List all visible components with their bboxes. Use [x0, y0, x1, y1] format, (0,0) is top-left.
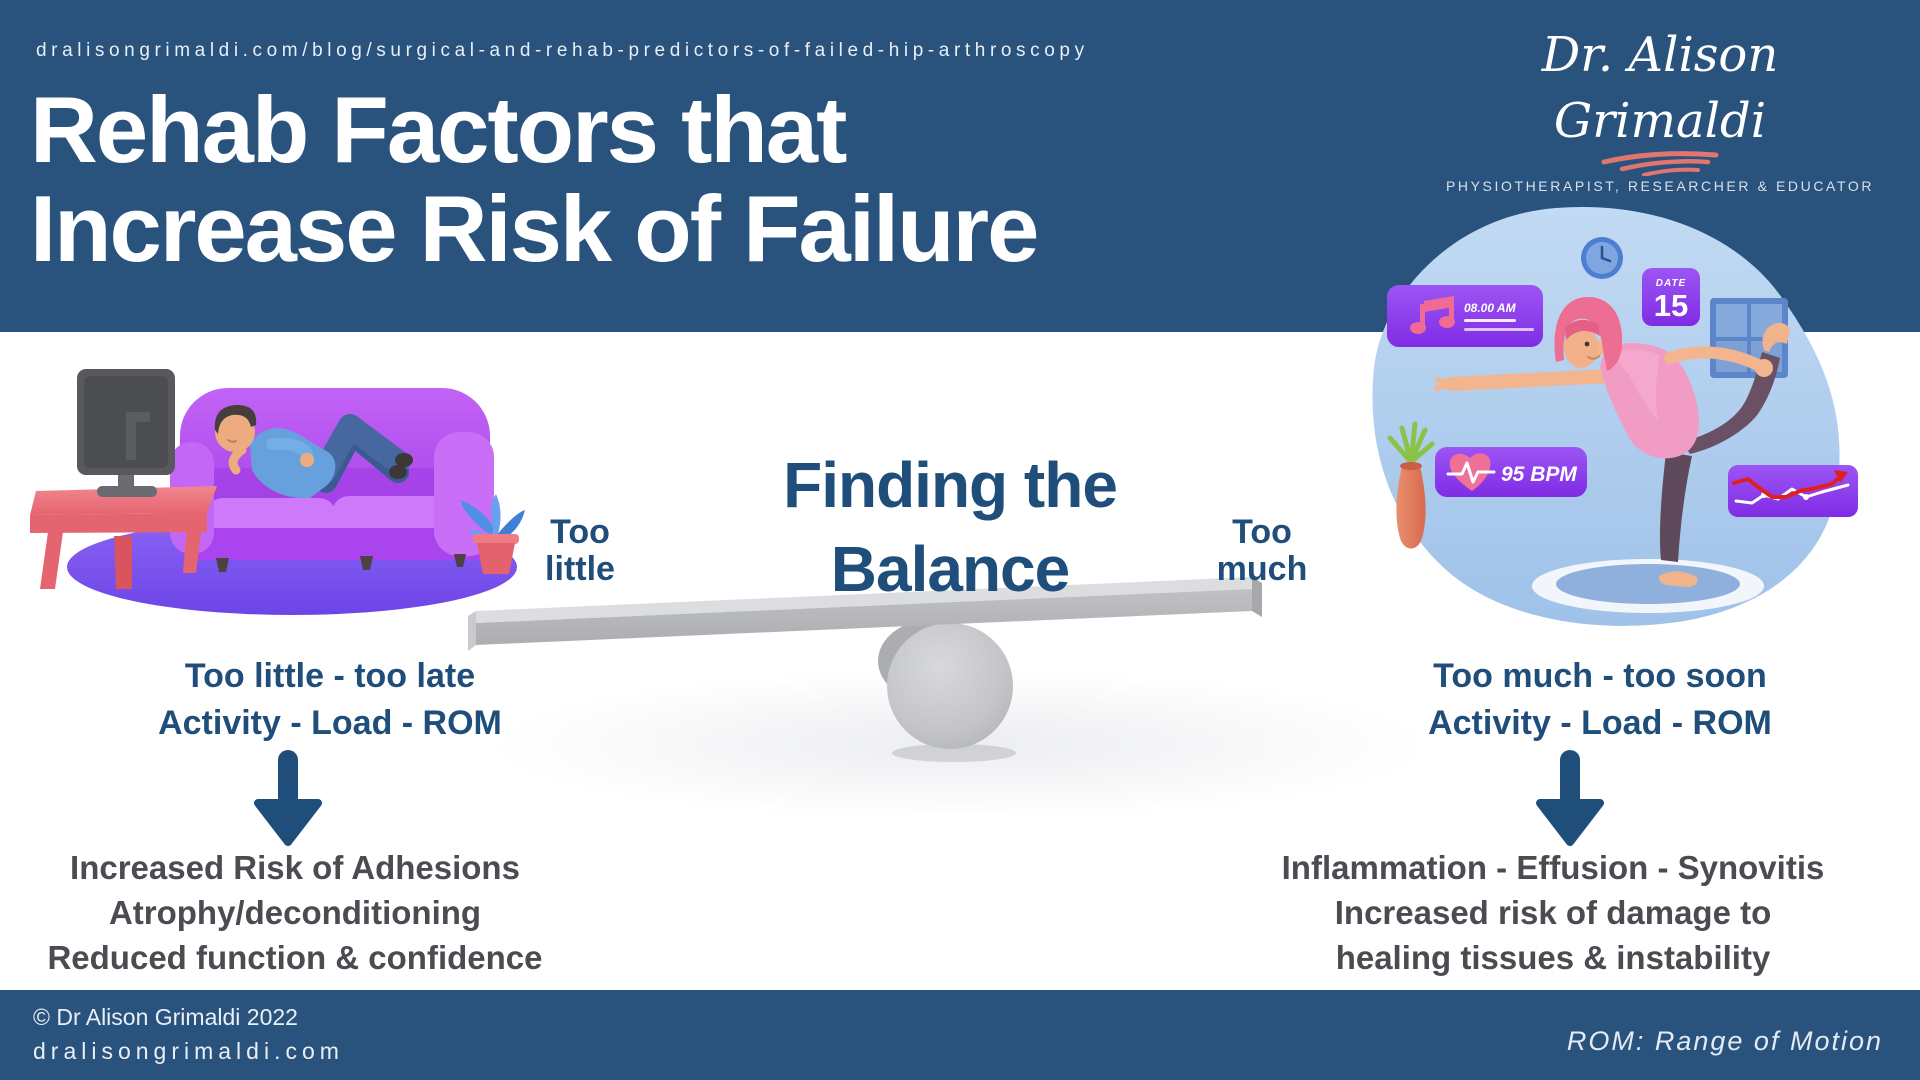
vase	[1387, 421, 1435, 549]
date-card: DATE 15	[1642, 268, 1700, 326]
logo-tagline: PHYSIOTHERAPIST, RESEARCHER & EDUCATOR	[1445, 178, 1875, 194]
rom-abbreviation-note: ROM: Range of Motion	[1566, 1026, 1883, 1056]
tv-table	[30, 486, 217, 589]
page-title-line2: Increase Risk of Failure	[30, 176, 1039, 281]
right-heading: Too much - too soon Activity - Load - RO…	[1350, 653, 1850, 747]
left-heading: Too little - too late Activity - Load - …	[80, 653, 580, 747]
trend-chart-card	[1728, 465, 1858, 517]
beam-plank	[468, 577, 1262, 651]
down-arrow-icon	[254, 750, 322, 846]
blog-url: dralisongrimaldi.com/blog/surgical-and-r…	[36, 40, 1089, 61]
balance-title-line2: Balance	[830, 533, 1070, 605]
music-note-icon	[1410, 296, 1455, 334]
couch-skirt	[180, 528, 492, 560]
heart-rate-card: 95 BPM	[1435, 447, 1587, 497]
left-outcome-2: Atrophy/deconditioning	[108, 894, 482, 931]
right-heading-line2: Activity - Load - ROM	[1428, 704, 1772, 742]
copyright-text: © Dr Alison Grimaldi 2022	[33, 1004, 298, 1030]
plant	[460, 494, 525, 574]
left-heading-line1: Too little - too late	[184, 657, 476, 695]
balance-title-line1: Finding the	[783, 449, 1118, 521]
beam-label-too-little: Too little	[495, 514, 665, 588]
right-outcome-2: Increased risk of damage to	[1334, 894, 1772, 931]
clock-icon	[1581, 237, 1623, 279]
beam-label-too-much-line2: much	[1216, 550, 1308, 588]
date-value: 15	[1654, 288, 1688, 323]
heart-rate-value: 95 BPM	[1501, 463, 1577, 486]
music-time: 08.00 AM	[1464, 301, 1517, 315]
footer-band	[0, 990, 1920, 1080]
person-exercising	[1434, 297, 1790, 587]
right-outcome-3: healing tissues & instability	[1335, 939, 1771, 976]
workout-illustration: 08.00 AM DATE 15 95 BPM	[1372, 206, 1858, 626]
music-card: 08.00 AM	[1387, 285, 1543, 347]
page-title: Rehab Factors that Increase Risk of Fail…	[30, 80, 1430, 278]
beam-label-too-much: Too much	[1177, 514, 1347, 588]
left-heading-line2: Activity - Load - ROM	[158, 704, 502, 742]
balance-title: Finding the Balance	[650, 443, 1250, 611]
fulcrum-cylinder	[887, 623, 1013, 749]
website-text: dralisongrimaldi.com	[33, 1038, 344, 1064]
right-heading-line1: Too much - too soon	[1433, 657, 1767, 695]
beam-label-too-much-line1: Too	[1232, 513, 1292, 551]
balance-seesaw	[468, 577, 1430, 820]
left-outcomes: Increased Risk of Adhesions Atrophy/deco…	[0, 845, 615, 980]
down-arrow-icon	[1536, 750, 1604, 846]
left-outcome-1: Increased Risk of Adhesions	[70, 849, 520, 886]
fulcrum-shadow	[892, 744, 1016, 762]
right-outcomes: Inflammation - Effusion - Synovitis Incr…	[1203, 845, 1903, 980]
couch-illustration	[30, 369, 525, 615]
person-lying	[214, 405, 413, 499]
logo-swoosh-icon	[1601, 151, 1719, 176]
date-label: DATE	[1656, 278, 1686, 289]
logo: Dr. Alison Grimaldi PHYSIOTHERAPIST, RES…	[1430, 22, 1890, 194]
beam-label-too-little-line2: little	[545, 550, 615, 588]
left-outcome-3: Reduced function & confidence	[47, 939, 543, 976]
beam-label-too-little-line1: Too	[550, 513, 610, 551]
page-title-line1: Rehab Factors that	[30, 77, 847, 182]
tv	[77, 369, 175, 497]
logo-script-name: Dr. Alison Grimaldi	[1541, 27, 1779, 149]
right-outcome-1: Inflammation - Effusion - Synovitis	[1281, 849, 1825, 886]
